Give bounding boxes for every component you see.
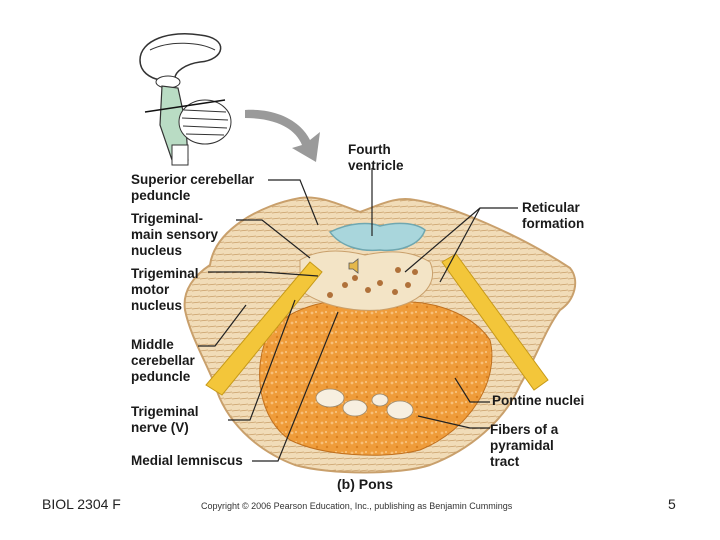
label-pontine-nuclei: Pontine nuclei (492, 393, 585, 408)
speaker-icon[interactable] (347, 257, 363, 275)
label-medial-lemniscus: Medial lemniscus (131, 453, 243, 468)
label-superior-cerebellar-peduncle: Superior cerebellar peduncle (131, 172, 255, 203)
tegmentum (299, 250, 433, 311)
brain-thumbnail (139, 33, 232, 166)
label-fourth-ventricle: Fourth ventricle (348, 142, 404, 173)
label-trigeminal-motor-nucleus: Trigeminal motor nucleus (131, 266, 199, 313)
label-middle-cerebellar-peduncle: Middle cerebellar peduncle (131, 337, 195, 384)
label-trigeminal-nerve: Trigeminal nerve (V) (131, 404, 199, 435)
fourth-ventricle (328, 222, 426, 252)
pyramidal-bundles (315, 388, 414, 420)
label-trigeminal-main-sensory-nucleus: Trigeminal- main sensory nucleus (131, 211, 219, 258)
figure-caption: (b) Pons (337, 476, 393, 492)
label-reticular-formation: Reticular formation (522, 200, 585, 231)
reticular-dots (327, 267, 418, 298)
course-footer: BIOL 2304 F (42, 496, 121, 512)
leader-lines (198, 168, 518, 462)
arrow-icon (245, 109, 320, 162)
copyright-text: Copyright © 2006 Pearson Education, Inc.… (201, 501, 513, 511)
trigeminal-nerve-right (441, 253, 549, 391)
trigeminal-nerve-left (205, 261, 323, 396)
label-fibers-pyramidal-tract: Fibers of a pyramidal tract (490, 422, 559, 469)
page-number: 5 (668, 496, 676, 512)
